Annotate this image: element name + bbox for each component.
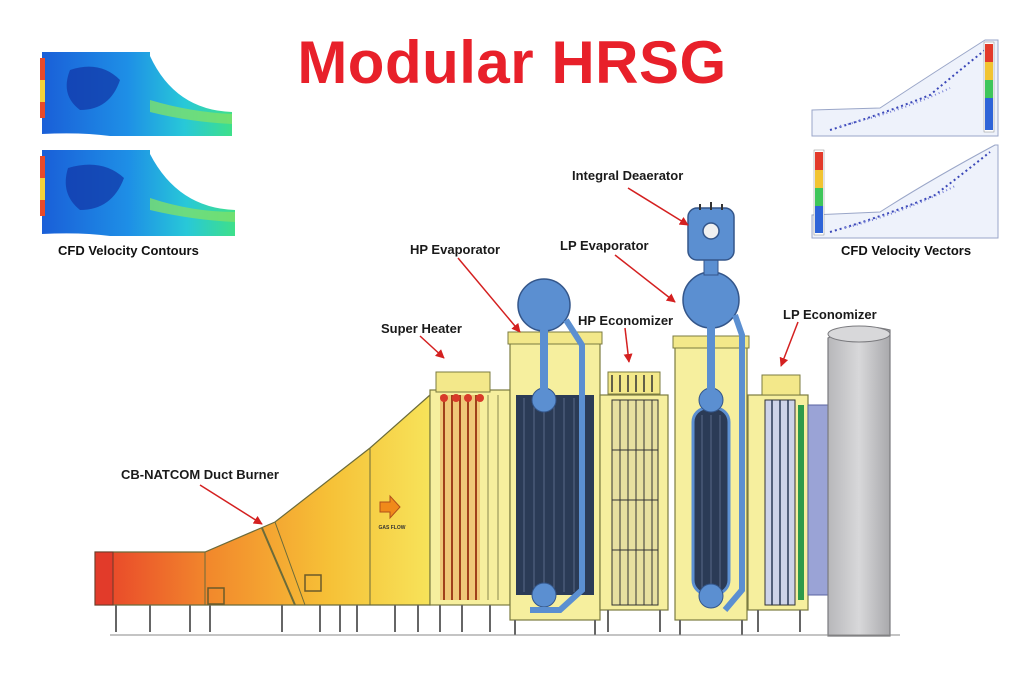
- diagram-title: Modular HRSG: [297, 29, 727, 96]
- hp-economizer-label: HP Economizer: [578, 313, 674, 328]
- inlet-duct: [94, 393, 431, 632]
- hp-economizer-module: [599, 371, 669, 632]
- super-heater-module: [429, 371, 511, 632]
- exhaust-stack: [827, 325, 891, 637]
- duct-burner-label: CB-NATCOM Duct Burner: [121, 467, 279, 482]
- gas-flow-label: GAS FLOW: [379, 525, 406, 531]
- callout-arrows: [199, 187, 799, 525]
- outlet-transition: [807, 404, 829, 596]
- hp-evaporator-label: HP Evaporator: [410, 242, 501, 257]
- lp-evaporator-label: LP Evaporator: [560, 238, 649, 253]
- lp-evaporator-module: [672, 271, 750, 635]
- cfd-contours-bottom-image: [40, 150, 235, 242]
- lp-economizer-module: [747, 374, 809, 632]
- lp-economizer-label: LP Economizer: [783, 307, 877, 322]
- cfd-velocity-vectors-caption: CFD Velocity Vectors: [841, 243, 972, 258]
- cfd-velocity-contours-caption: CFD Velocity Contours: [58, 243, 199, 258]
- gas-flow-arrow: [379, 494, 401, 520]
- integral-deaerator-label: Integral Deaerator: [572, 168, 684, 183]
- cfd-vectors-bottom-image: [811, 144, 999, 239]
- cfd-vectors-top-image: [811, 39, 999, 137]
- hp-evaporator-module: [507, 278, 603, 635]
- cfd-contours-top-image: [40, 52, 232, 144]
- integral-deaerator: [687, 202, 735, 276]
- super-heater-label: Super Heater: [381, 321, 462, 336]
